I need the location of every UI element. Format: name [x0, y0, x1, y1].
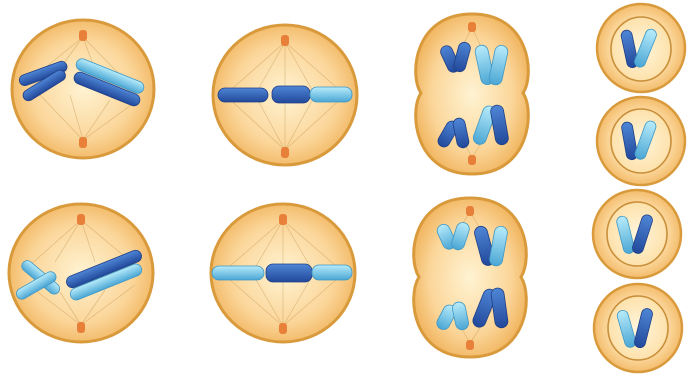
centrosome-icon: [279, 323, 287, 334]
chromosome-icon: [272, 86, 352, 103]
cell-anaphase-bottom: [414, 198, 527, 357]
cell-metaphase-bottom: [211, 204, 355, 342]
chromosome-icon: [218, 88, 268, 102]
cell-metaphase-top: [213, 25, 357, 165]
cell-prometaphase-bottom: [9, 204, 153, 342]
centrosome-icon: [79, 30, 87, 41]
chromosome-icon: [212, 266, 264, 280]
centrosome-icon: [468, 155, 476, 165]
chromosome-icon: [266, 264, 352, 282]
centrosome-icon: [279, 214, 287, 225]
centrosome-icon: [466, 206, 474, 216]
centrosome-icon: [281, 35, 289, 46]
centrosome-icon: [77, 322, 85, 333]
daughter-cell-3: [593, 190, 681, 278]
centrosome-icon: [468, 22, 476, 32]
daughter-cell-1: [597, 4, 685, 92]
centrosome-icon: [79, 137, 87, 148]
centrosome-icon: [281, 147, 289, 158]
centrosome-icon: [77, 214, 85, 225]
cell-anaphase-top: [416, 14, 529, 174]
daughter-cell-2: [597, 97, 685, 185]
daughter-cell-4: [594, 284, 682, 372]
centrosome-icon: [466, 340, 474, 350]
cell-prometaphase-top: [12, 20, 154, 158]
